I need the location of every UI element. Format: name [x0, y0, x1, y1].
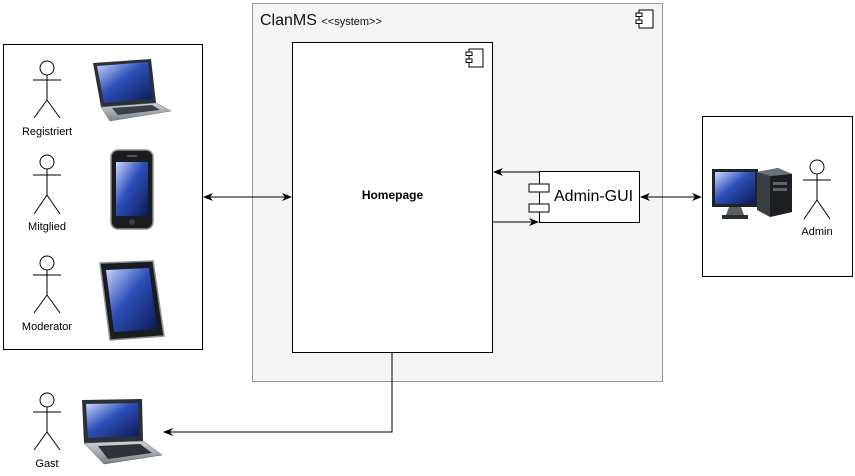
actor-guest-icon [33, 392, 61, 451]
homepage-component [292, 42, 493, 353]
admin-gui-label: Admin-GUI [554, 188, 634, 205]
actor-member-icon [33, 154, 61, 215]
actor-label-moderator: Moderator [21, 321, 73, 333]
laptop-icon [93, 59, 172, 122]
actor-label-member: Mitglied [28, 221, 66, 233]
component-icon [635, 9, 654, 29]
convertible-laptop-icon [82, 399, 163, 465]
connector-homepage-guest [163, 353, 393, 436]
actor-label-admin: Admin [801, 226, 833, 238]
admin-gui-component [539, 171, 640, 223]
actor-registered-icon [33, 60, 61, 119]
system-name: ClanMS [260, 12, 317, 29]
component-icon [465, 48, 484, 68]
component-port-icon [528, 183, 550, 213]
actor-label-guest: Gast [35, 458, 59, 470]
actor-moderator-icon [33, 255, 61, 314]
desktop-computer-icon [712, 168, 792, 219]
system-title: ClanMS <<system>> [260, 12, 382, 30]
connector-admin-gui-homepage [493, 168, 540, 176]
actor-admin-icon [803, 159, 831, 220]
smartphone-icon [110, 149, 154, 230]
system-stereotype: <<system>> [321, 16, 382, 28]
tablet-icon [99, 260, 165, 341]
homepage-label: Homepage [361, 188, 424, 202]
actor-label-registered: Registriert [21, 126, 73, 138]
